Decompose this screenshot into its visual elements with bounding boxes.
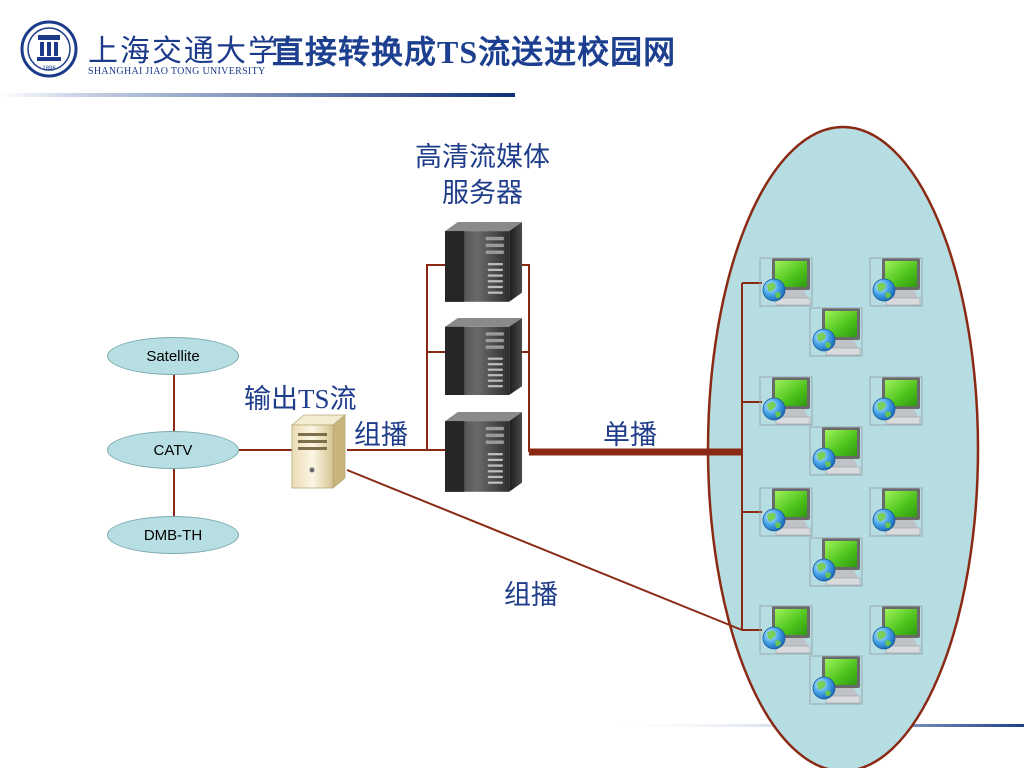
logo-year: 1896 [42, 66, 56, 72]
media-server-2-icon [445, 318, 523, 395]
source-catv: CATV [107, 431, 239, 469]
output-label-part-1: 输出 [244, 384, 298, 415]
output-label-part-2: 流 [329, 384, 357, 415]
output-label-ts: TS [298, 384, 330, 414]
title-part-1: 直接转换成 [272, 33, 438, 71]
logo-english-name: SHANGHAI JIAO TONG UNIVERSITY [88, 66, 266, 77]
slide-title: 直接转换成TS流送进校园网 [272, 27, 676, 73]
output-ts-label: 输出TS流 [244, 377, 357, 416]
multicast-label-upper: 组播 [354, 420, 408, 451]
university-seal-icon: 1896 [20, 20, 78, 78]
logo-chinese-name: 上海交通大学 [88, 34, 280, 69]
encoder-box-icon [290, 414, 347, 489]
source-dmb-th: DMB-TH [107, 516, 239, 554]
media-server-1-icon [445, 222, 523, 302]
source-satellite: Satellite [107, 337, 239, 375]
server-left-bracket [426, 264, 447, 450]
media-server-3-icon [445, 412, 523, 492]
media-server-label-line2: 服务器 [442, 178, 523, 209]
title-part-ts: TS [437, 34, 479, 70]
multicast-label-lower: 组播 [504, 580, 558, 611]
unicast-label: 单播 [603, 420, 657, 451]
media-server-label: 高清流媒体 服务器 [395, 140, 570, 212]
title-part-2: 流送进校园网 [478, 33, 677, 71]
header-underline [0, 93, 515, 97]
multicast-link-to-campus [346, 469, 743, 631]
university-logo: 1896 上海交通大学 SHANGHAI JIAO TONG UNIVERSIT… [18, 18, 278, 82]
media-server-label-line1: 高清流媒体 [415, 142, 550, 173]
